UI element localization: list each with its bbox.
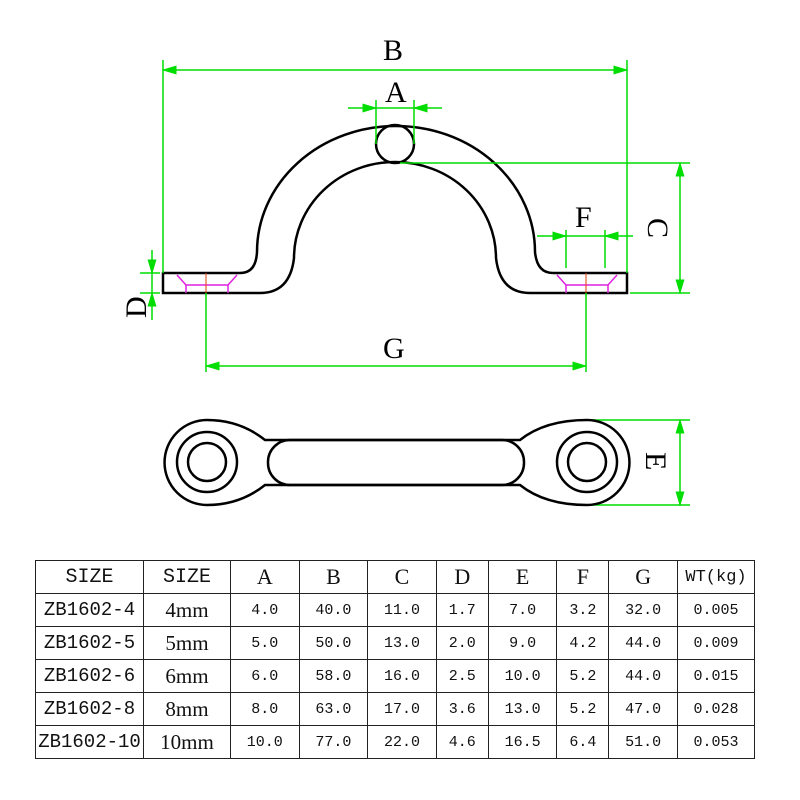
technical-drawing: B A F G C D E: [120, 34, 690, 507]
table-cell: 0.009: [677, 626, 755, 660]
pad-eye-profile: [161, 124, 629, 295]
table-cell: 16.0: [367, 659, 437, 693]
header-c: C: [367, 560, 437, 594]
table-cell: 10mm: [143, 725, 231, 759]
header-b: B: [298, 560, 369, 594]
hole-outer-left: [175, 430, 239, 494]
table-cell: 6.0: [230, 659, 300, 693]
table-cell: ZB1602-8: [35, 692, 144, 726]
table-cell: 13.0: [367, 626, 437, 660]
table-cell: 58.0: [298, 659, 369, 693]
table-cell: 3.2: [556, 593, 610, 627]
table-cell: 9.0: [487, 626, 558, 660]
header-a: A: [230, 560, 300, 594]
handle-bar: [266, 438, 526, 487]
table-cell: 2.5: [435, 659, 489, 693]
table-cell: 7.0: [487, 593, 558, 627]
table-cell: 13.0: [487, 692, 558, 726]
table-cell: 16.5: [487, 725, 558, 759]
table-cell: 51.0: [608, 725, 678, 759]
header-size-model: SIZE: [35, 560, 144, 594]
table-cell: 32.0: [608, 593, 678, 627]
dim-label-b: B: [383, 34, 403, 67]
table-cell: 1.7: [435, 593, 489, 627]
top-view: [163, 418, 631, 507]
table-cell: 5.2: [556, 659, 610, 693]
dim-label-g: G: [383, 332, 405, 365]
hole-inner-left: [186, 441, 228, 483]
table-cell: 10.0: [230, 725, 300, 759]
dim-label-a: A: [385, 76, 407, 109]
table-cell: 0.005: [677, 593, 755, 627]
table-cell: ZB1602-5: [35, 626, 144, 660]
dim-label-d: D: [120, 296, 153, 318]
table-cell: 63.0: [298, 692, 369, 726]
table-cell: 47.0: [608, 692, 678, 726]
table-cell: 11.0: [367, 593, 437, 627]
header-f: F: [556, 560, 610, 594]
table-cell: 40.0: [298, 593, 369, 627]
table-cell: 6mm: [143, 659, 231, 693]
dimension-lines: [140, 60, 690, 507]
table-cell: 4.6: [435, 725, 489, 759]
table-cell: 5mm: [143, 626, 231, 660]
table-cell: 4.2: [556, 626, 610, 660]
hole-inner-right: [566, 441, 608, 483]
dim-label-f: F: [575, 201, 592, 234]
table-cell: 5.2: [556, 692, 610, 726]
table-cell: 50.0: [298, 626, 369, 660]
table-cell: 44.0: [608, 626, 678, 660]
dim-label-c: C: [641, 218, 674, 238]
table-cell: 22.0: [367, 725, 437, 759]
table-cell: 0.015: [677, 659, 755, 693]
table-cell: 0.053: [677, 725, 755, 759]
table-cell: 3.6: [435, 692, 489, 726]
table-cell: 44.0: [608, 659, 678, 693]
table-cell: 17.0: [367, 692, 437, 726]
table-cell: 5.0: [230, 626, 300, 660]
table-cell: ZB1602-4: [35, 593, 144, 627]
table-cell: ZB1602-6: [35, 659, 144, 693]
dim-label-e: E: [639, 452, 672, 470]
table-cell: 8mm: [143, 692, 231, 726]
table-cell: 4.0: [230, 593, 300, 627]
hole-outer-right: [555, 430, 619, 494]
table-cell: 4mm: [143, 593, 231, 627]
table-cell: 0.028: [677, 692, 755, 726]
table-cell: 6.4: [556, 725, 610, 759]
rope-section-circle: [374, 123, 416, 165]
countersink-holes: [176, 274, 618, 293]
center-lines: [205, 273, 587, 293]
header-g: G: [608, 560, 678, 594]
table-cell: 10.0: [487, 659, 558, 693]
header-e: E: [487, 560, 558, 594]
header-d: D: [435, 560, 489, 594]
table-cell: 8.0: [230, 692, 300, 726]
table-cell: 77.0: [298, 725, 369, 759]
table-header-row: SIZE SIZE A B C D E F G WT(kg): [35, 560, 755, 594]
table-cell: ZB1602-10: [35, 725, 144, 759]
header-weight: WT(kg): [677, 560, 755, 594]
header-size: SIZE: [143, 560, 231, 594]
table-cell: 2.0: [435, 626, 489, 660]
side-view: [161, 123, 629, 295]
